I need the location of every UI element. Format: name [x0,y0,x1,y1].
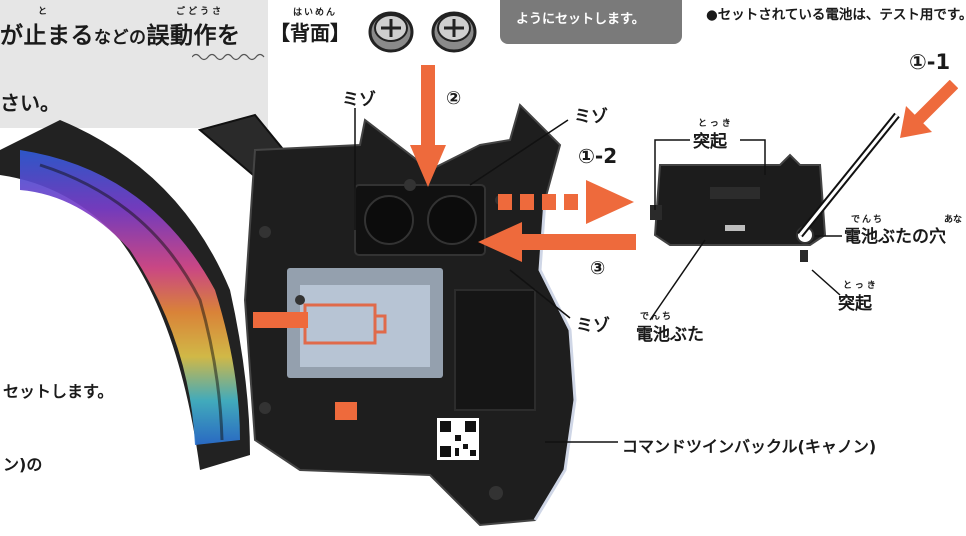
arrow-dashed-right [498,180,634,224]
ruby-tokki-top: とっき [698,119,734,129]
battery-icon [368,11,414,53]
wavy-underline [192,53,265,61]
label-tokki-bottom: 突起 [838,294,872,314]
arrow-left [478,222,636,262]
ruby-haimen: はいめん [293,8,338,18]
label-cover-hole: 電池ぶたの穴 [844,227,946,247]
label-tokki-top: 突起 [693,132,727,152]
battery-cover-illustration [650,153,827,262]
battery-icons [368,11,477,53]
qr-code [437,418,479,460]
ruby-godousa: ごどうさ [176,7,225,17]
warning-line-2: さい。 [0,91,60,115]
callout-text: ようにセットします。 [516,12,645,27]
ruby-tokki-bottom: とっき [843,281,879,291]
label-step-1-2: ①-2 [578,144,618,168]
warning-line-1: が止まるなどの誤動作を [0,16,241,50]
rainbow-arc [20,150,240,445]
ruby-ana: あな [944,215,963,225]
label-mizo-left: ミゾ [342,90,376,110]
warning-text-a: が止まる [0,23,94,49]
label-mizo-top-right: ミゾ [574,107,608,127]
left-text-set: セットします。 [3,382,114,401]
label-step-1-1: ①-1 [909,50,951,74]
label-step-3: ③ [590,258,606,279]
callout-box [500,0,682,44]
battery-note: ●セットされている電池は、テスト用です。 [706,7,966,23]
ruby-tomaru: と [38,7,48,17]
label-mizo-bottom: ミゾ [576,316,610,336]
arrow-down [410,65,446,187]
label-device-name: コマンドツインバックル(キャノン) [622,437,877,456]
label-battery-cover: 電池ぶた [636,325,704,345]
stylus [797,112,900,238]
battery-icon [431,11,477,53]
label-step-2: ② [446,88,462,109]
warning-text-b: などの [94,28,147,48]
arrow-diagonal [900,80,958,138]
left-text-no: ン)の [3,455,43,474]
warning-text-c: 誤動作を [146,23,241,49]
ruby-denchi-cover: でんち [640,312,674,322]
warning-box [0,0,268,128]
ruby-denchi-hole: でんち [851,215,885,225]
back-label: 【背面】 [270,21,350,45]
device-illustration [0,103,577,527]
